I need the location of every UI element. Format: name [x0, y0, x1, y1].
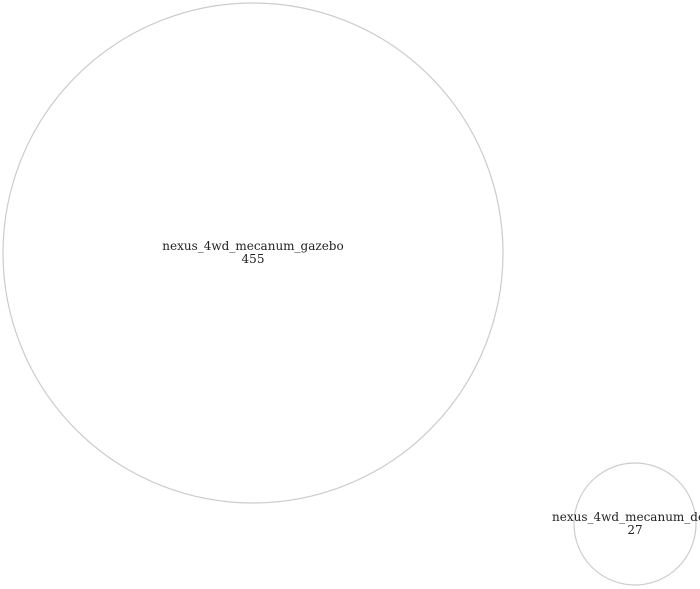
bubble-node-description[interactable]: nexus_4wd_mecanum_desc 27 [552, 462, 700, 586]
bubble-value: 455 [242, 252, 265, 266]
bubble-circle[interactable] [573, 462, 697, 586]
bubble-label: nexus_4wd_mecanum_gazebo [162, 239, 343, 253]
bubble-node-gazebo[interactable]: nexus_4wd_mecanum_gazebo 455 [2, 2, 504, 504]
bubble-circle[interactable] [2, 2, 504, 504]
bubble-label: nexus_4wd_mecanum_desc [552, 510, 700, 524]
bubble-value: 27 [627, 523, 642, 537]
